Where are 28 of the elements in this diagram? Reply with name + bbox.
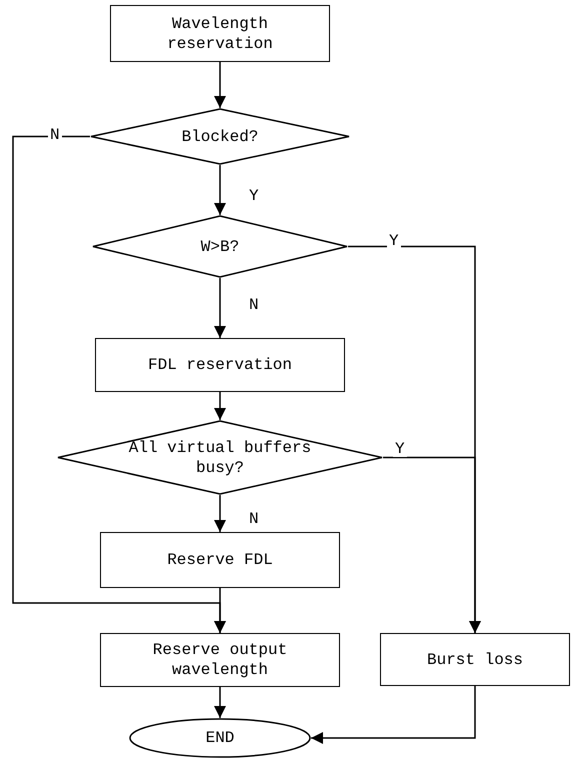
- arrow: [214, 62, 226, 108]
- node-text: FDL reservation: [146, 355, 294, 375]
- terminal-ellipse: [129, 718, 311, 758]
- arrow: [214, 392, 226, 420]
- arrow: [383, 456, 481, 633]
- node-text: Reserve output wavelength: [152, 640, 288, 680]
- node-text: All virtual buffers busy?: [128, 438, 312, 478]
- process-box: [380, 633, 570, 686]
- edge-label: Y: [387, 232, 401, 248]
- decision-diamond: [90, 108, 350, 165]
- process-box: [110, 5, 330, 62]
- arrow: [214, 588, 226, 633]
- node-text: Blocked?: [182, 126, 258, 146]
- arrow: [214, 278, 226, 338]
- node-text: W>B?: [200, 236, 240, 256]
- process-box: [100, 532, 340, 588]
- node-text: Burst loss: [426, 650, 524, 670]
- process-box: [100, 633, 340, 687]
- arrow: [214, 687, 226, 718]
- process-box: [95, 338, 345, 392]
- node-text: Wavelength reservation: [166, 14, 274, 54]
- decision-diamond: [92, 215, 348, 278]
- arrow: [214, 165, 226, 215]
- decision-diamond: [57, 420, 383, 495]
- arrow: [214, 495, 226, 532]
- node-text: END: [204, 728, 236, 748]
- arrow: [311, 686, 476, 744]
- node-text: Reserve FDL: [166, 550, 274, 570]
